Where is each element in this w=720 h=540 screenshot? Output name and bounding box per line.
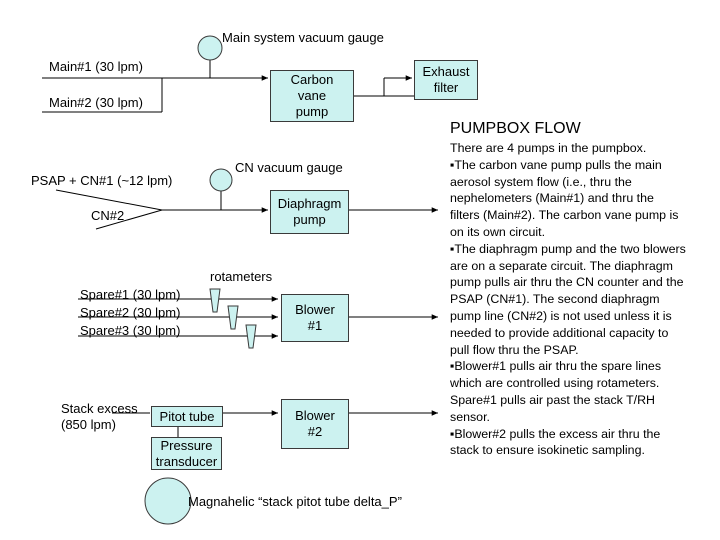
spare2-label: Spare#2 (30 lpm)	[80, 305, 181, 320]
psap-cn1-label: PSAP + CN#1 (~12 lpm)	[31, 173, 173, 188]
magnahelic-label: Magnahelic “stack pitot tube delta_P”	[188, 494, 402, 509]
main-vacuum-gauge-label: Main system vacuum gauge	[222, 30, 384, 45]
main-vacuum-gauge-icon	[197, 35, 223, 61]
rotameter-icon	[227, 305, 239, 330]
stack-lines	[112, 410, 438, 437]
cn2-label: CN#2	[91, 208, 125, 223]
diaphragm-pump: Diaphragm pump	[270, 190, 349, 234]
magnahelic-gauge-icon	[144, 477, 192, 525]
cn-vacuum-gauge-icon	[209, 168, 233, 192]
rotameter-icon	[209, 288, 221, 313]
spare1-label: Spare#1 (30 lpm)	[80, 287, 181, 302]
exhaust-filter: Exhaust filter	[414, 60, 478, 100]
pitot-tube: Pitot tube	[151, 406, 223, 427]
blower-2: Blower #2	[281, 399, 349, 449]
stack-excess-label: Stack excess (850 lpm)	[61, 401, 138, 432]
cn-circuit-lines	[55, 189, 438, 230]
notes-title: PUMPBOX FLOW	[450, 120, 581, 137]
carbon-vane-pump: Carbon vane pump	[270, 70, 354, 122]
cn-vacuum-gauge-label: CN vacuum gauge	[235, 160, 343, 175]
main2-label: Main#2 (30 lpm)	[49, 95, 143, 110]
pumpbox-flow-notes: PUMPBOX FLOW There are 4 pumps in the pu…	[450, 119, 686, 459]
pressure-transducer: Pressure transducer	[151, 437, 222, 470]
rotameter-icon	[245, 324, 257, 349]
rotameters-label: rotameters	[210, 269, 273, 284]
main-circuit-lines	[42, 60, 414, 113]
spare3-label: Spare#3 (30 lpm)	[80, 323, 181, 338]
blower-1: Blower #1	[281, 294, 349, 342]
spare-lines	[78, 296, 438, 339]
main1-label: Main#1 (30 lpm)	[49, 59, 143, 74]
notes-body: There are 4 pumps in the pumpbox. ▪The c…	[450, 141, 686, 458]
